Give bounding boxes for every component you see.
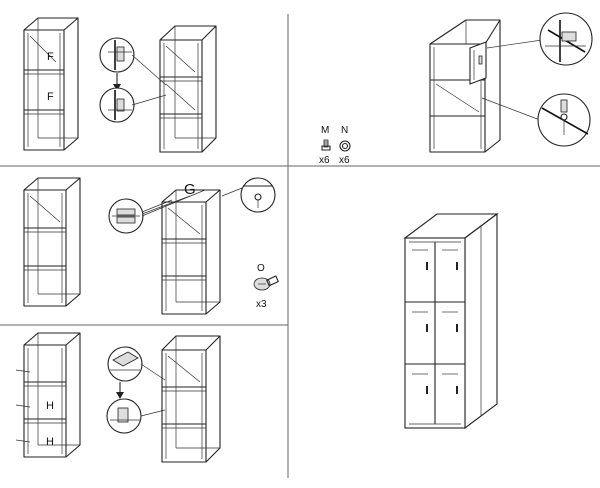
part-N-letter: N (341, 125, 348, 136)
panel-dividers (0, 14, 600, 478)
step-1-frame-left (23, 17, 79, 151)
step-2-open-door (469, 41, 487, 85)
step-3-frame-left (23, 177, 81, 307)
step-4-panel: H H (15, 332, 221, 463)
step-3-detail-screw (240, 177, 276, 213)
part-O-letter: O (257, 263, 265, 274)
step-3-panel: G O x3 (23, 177, 279, 315)
fastener-M (321, 139, 331, 151)
mark-F-lower: F (47, 91, 54, 103)
step-1-detail-upper (99, 37, 135, 73)
mark-F-upper: F (47, 51, 54, 63)
assembled-locker-cabinet (403, 212, 499, 430)
fastener-N (339, 140, 351, 152)
step-2-cabinet (429, 19, 501, 153)
step-2-detail-hinge (539, 12, 593, 66)
step-2-panel: M x6 N x6 (319, 12, 593, 166)
part-O-quantity: x3 (256, 299, 267, 310)
step-4-leader-lines (140, 363, 166, 417)
step-3-detail (108, 198, 144, 234)
part-M-quantity: x6 (319, 155, 330, 166)
step-4-arrow-down (116, 382, 124, 399)
screw-O (253, 275, 279, 291)
step-1-panel: F F (23, 17, 217, 153)
step-1-detail-lower (99, 87, 135, 123)
step-4-frame-left (15, 332, 81, 458)
locker-door-vents (412, 249, 458, 375)
step-4-detail-lower (106, 398, 142, 434)
mark-H-upper: H (46, 400, 54, 412)
step-2-leader-lines (481, 39, 543, 121)
step-1-frame-right (159, 25, 217, 153)
part-M-letter: M (321, 125, 329, 136)
part-N-quantity: x6 (339, 155, 350, 166)
step-3-frame-right (161, 189, 221, 315)
mark-H-lower: H (46, 436, 54, 448)
step-1-leader-lines (131, 54, 167, 106)
locker-door-handles (426, 262, 458, 394)
step-2-detail-screw (537, 93, 591, 147)
step-4-frame-right (161, 335, 221, 463)
step-4-detail-upper (107, 346, 143, 382)
